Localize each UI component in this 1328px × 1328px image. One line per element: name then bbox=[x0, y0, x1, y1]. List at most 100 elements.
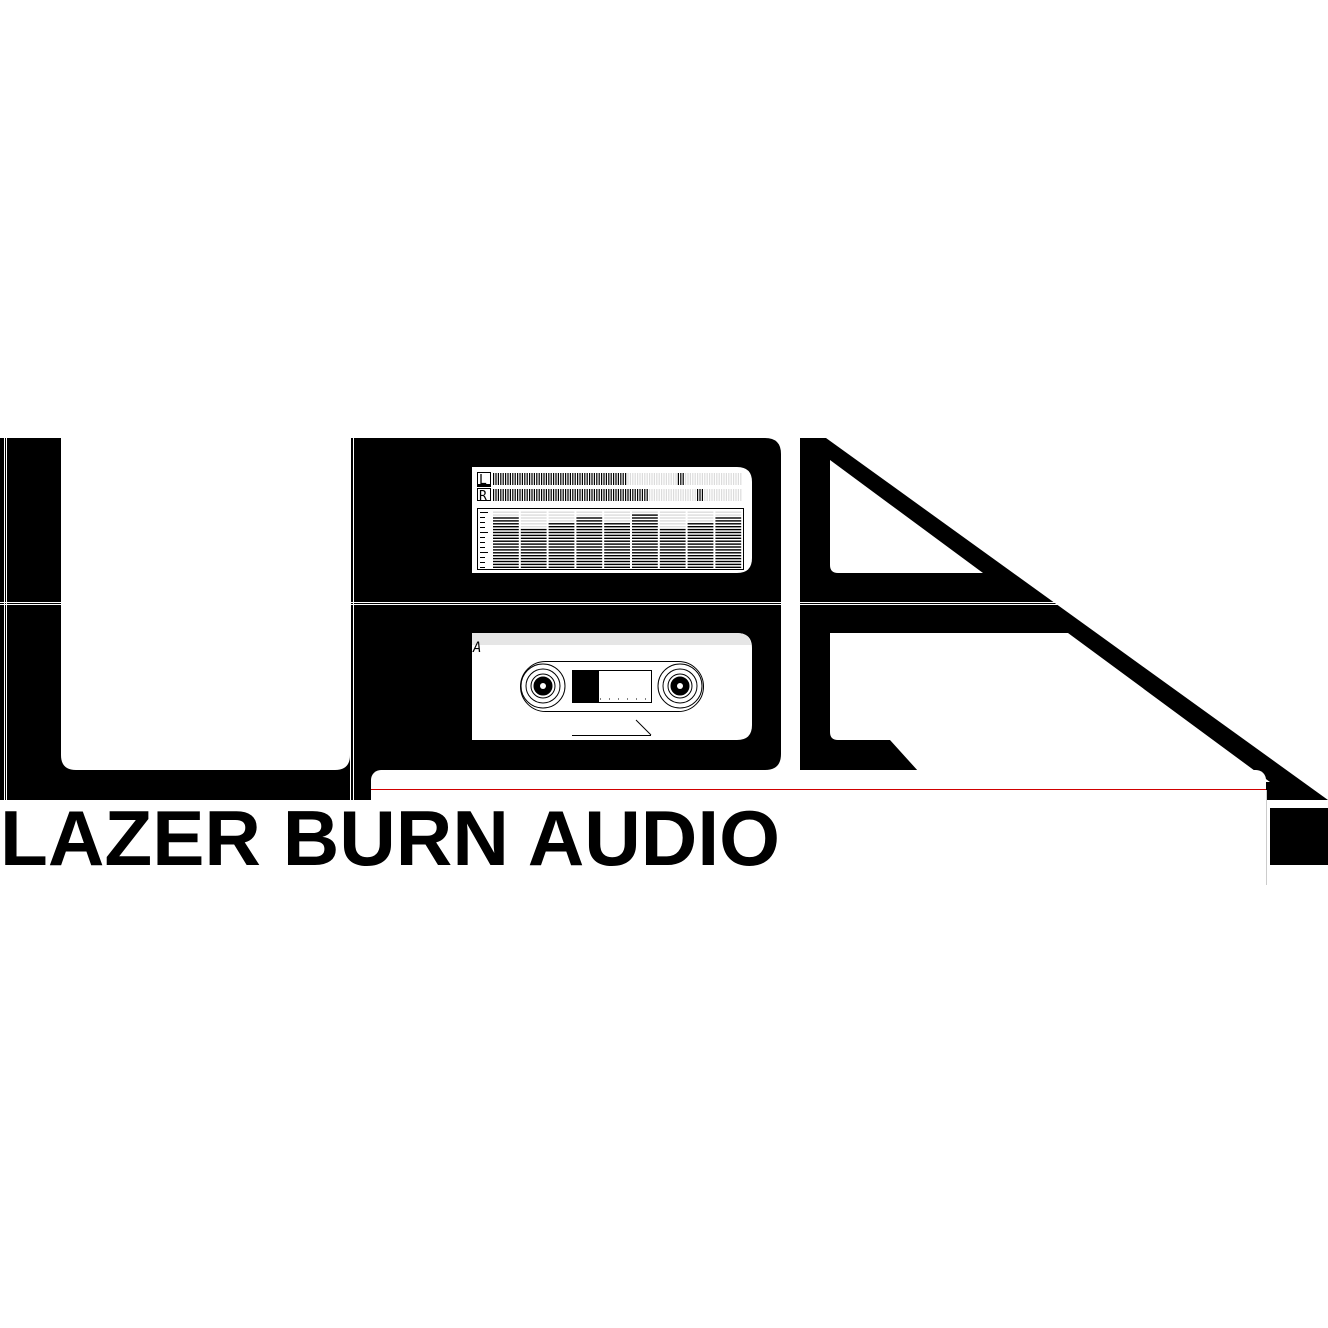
meter-segment bbox=[673, 473, 675, 485]
equalizer-cell bbox=[604, 534, 630, 537]
equalizer-cell bbox=[715, 549, 742, 551]
meter-right-label-box bbox=[477, 488, 491, 501]
meter-segment bbox=[557, 489, 559, 501]
meter-segment bbox=[709, 473, 711, 485]
equalizer-cell bbox=[493, 549, 519, 551]
meter-segment bbox=[608, 489, 610, 501]
meter-segment bbox=[728, 473, 730, 485]
equalizer-cell bbox=[548, 537, 575, 539]
equalizer-cell bbox=[659, 537, 686, 539]
equalizer-cell bbox=[715, 523, 742, 525]
equalizer-cell bbox=[548, 526, 575, 528]
meter-segment bbox=[622, 473, 624, 485]
equalizer-cell bbox=[520, 543, 547, 545]
meter-segment bbox=[550, 489, 552, 501]
equalizer-cell bbox=[548, 531, 575, 534]
equalizer-cell bbox=[493, 555, 519, 557]
meter-segment bbox=[675, 489, 677, 501]
equalizer-band bbox=[687, 511, 714, 568]
equalizer-cell bbox=[659, 552, 686, 554]
equalizer-cell bbox=[548, 549, 575, 551]
equalizer-cell bbox=[687, 511, 714, 513]
equalizer-cell bbox=[548, 566, 575, 568]
meter-segment bbox=[665, 489, 667, 501]
meter-segment bbox=[653, 489, 655, 501]
meter-segment bbox=[730, 473, 732, 485]
meter-segment bbox=[536, 489, 538, 501]
equalizer-cell bbox=[493, 557, 519, 560]
equalizer-cell bbox=[576, 531, 603, 534]
meter-segment bbox=[519, 473, 521, 485]
scale-tick bbox=[480, 567, 485, 568]
meter-segment bbox=[634, 489, 636, 501]
equalizer-cell bbox=[548, 555, 575, 557]
equalizer-cell bbox=[659, 546, 686, 548]
meter-segment bbox=[509, 489, 511, 501]
equalizer-band bbox=[659, 511, 686, 568]
equalizer-cell bbox=[520, 557, 547, 560]
equalizer-cell bbox=[715, 514, 742, 516]
equalizer-cell bbox=[576, 566, 603, 568]
equalizer-cell bbox=[493, 520, 519, 522]
meter-segment bbox=[721, 473, 723, 485]
meter-segment bbox=[670, 489, 672, 501]
equalizer-cell bbox=[715, 520, 742, 522]
equalizer-cell bbox=[715, 557, 742, 560]
meter-segment bbox=[661, 473, 663, 485]
right-bar bbox=[1270, 808, 1328, 865]
meter-segment bbox=[646, 473, 648, 485]
equalizer-cell bbox=[520, 511, 547, 513]
equalizer-cell bbox=[715, 531, 742, 534]
equalizer-cell bbox=[576, 546, 603, 548]
meter-segment bbox=[656, 473, 658, 485]
scale-tick bbox=[480, 552, 488, 553]
equalizer-cell bbox=[520, 517, 547, 519]
meter-segment bbox=[737, 489, 739, 501]
equalizer-cell bbox=[687, 534, 714, 537]
scale-tick bbox=[480, 562, 485, 563]
equalizer-cell bbox=[604, 563, 630, 566]
meter-segment bbox=[713, 489, 715, 501]
equalizer-cell bbox=[659, 511, 686, 513]
equalizer-cell bbox=[632, 511, 658, 513]
meter-segment bbox=[543, 473, 545, 485]
equalizer-band bbox=[604, 511, 630, 568]
meter-segment bbox=[608, 473, 610, 485]
meter-segment bbox=[632, 473, 634, 485]
meter-segment bbox=[658, 473, 660, 485]
meter-segment bbox=[709, 489, 711, 501]
equalizer-cell bbox=[576, 540, 603, 542]
cassette-side-label: A bbox=[472, 640, 481, 656]
meter-segment bbox=[543, 489, 545, 501]
meter-segment bbox=[644, 473, 646, 485]
equalizer-cell bbox=[659, 528, 686, 531]
equalizer-cell bbox=[715, 526, 742, 528]
meter-segment bbox=[584, 473, 586, 485]
equalizer-cell bbox=[632, 528, 658, 531]
meter-segment bbox=[529, 489, 531, 501]
equalizer-cell bbox=[548, 563, 575, 566]
meter-left-label: L bbox=[479, 473, 487, 488]
meter-segment bbox=[680, 489, 682, 501]
meter-segment bbox=[699, 489, 701, 501]
equalizer-cell bbox=[632, 534, 658, 537]
meter-segment bbox=[555, 473, 557, 485]
meter-segment bbox=[514, 473, 516, 485]
meter-segment bbox=[589, 473, 591, 485]
meter-segment bbox=[507, 489, 509, 501]
meter-segment bbox=[697, 473, 699, 485]
meter-segment bbox=[495, 473, 497, 485]
meter-segment bbox=[629, 489, 631, 501]
equalizer-cell bbox=[604, 549, 630, 551]
cassette-icon bbox=[520, 661, 704, 736]
meter-segment bbox=[572, 489, 574, 501]
meter-segment bbox=[538, 489, 540, 501]
meter-segment bbox=[670, 473, 672, 485]
meter-segment bbox=[512, 473, 514, 485]
meter-segment bbox=[603, 473, 605, 485]
equalizer-cell bbox=[604, 520, 630, 522]
equalizer-cell bbox=[548, 540, 575, 542]
equalizer-cell bbox=[687, 540, 714, 542]
meter-segment bbox=[493, 489, 495, 501]
meter-segment bbox=[593, 473, 595, 485]
